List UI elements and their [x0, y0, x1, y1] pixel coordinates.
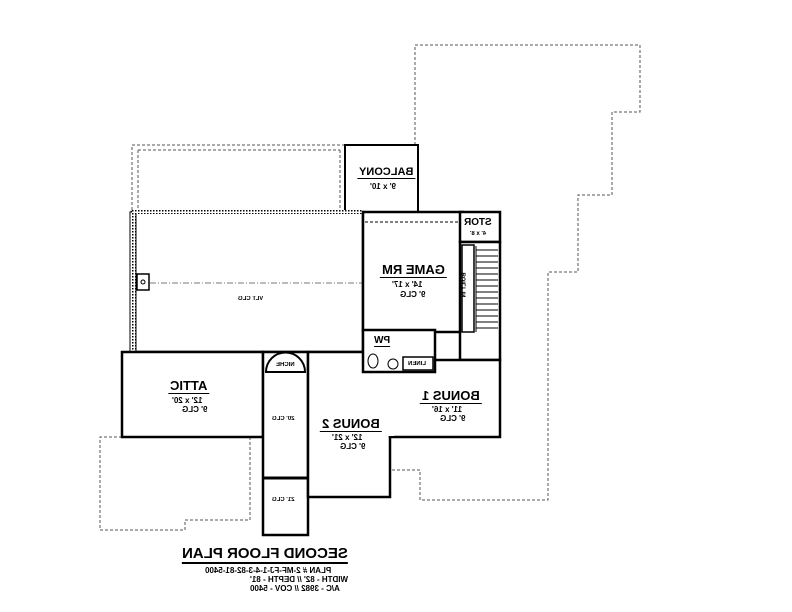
plan-title: SECOND FLOOR PLAN — [182, 545, 348, 564]
attic-size: 12' x 20' — [172, 396, 203, 405]
lower-floor-outline-left — [99, 436, 251, 531]
hall-wall — [261, 350, 310, 537]
hall-upper-ceiling: 20' CLG — [272, 416, 295, 422]
balcony-size: 9' x 10' — [370, 182, 397, 191]
bonus-2-size: 12' x 21' — [332, 433, 363, 442]
attic-label: ATTIC — [168, 378, 210, 394]
game-room-ceiling: 9' CLG — [400, 290, 426, 299]
linen-label: LINEN — [408, 361, 426, 367]
lower-floor-outline-right — [390, 44, 641, 501]
stair-treads — [475, 246, 498, 332]
bonus-2-ceiling: 9' CLG — [340, 442, 366, 451]
attic-wall — [120, 350, 265, 439]
plan-areas: A/C - 3982 // COV - 5400 — [250, 584, 340, 593]
bonus-2-label: BONUS 2 — [320, 416, 382, 432]
bonus-1-ceiling: 9' CLG — [440, 414, 466, 423]
stor-label: STOR — [464, 217, 492, 228]
niche-label: NICHE — [276, 362, 295, 368]
balcony-label: BALCONY — [357, 166, 416, 179]
balcony-wall — [344, 144, 419, 213]
vault-ceiling-label: VLT CLG — [238, 296, 264, 302]
bonus-1-label: BONUS 1 — [420, 388, 482, 404]
column — [136, 273, 150, 291]
porch-outline — [131, 144, 346, 213]
stor-size: 4' x 8' — [470, 231, 487, 237]
pw-label: PW — [374, 335, 391, 347]
game-room-size: 14' x 17' — [392, 280, 423, 289]
plan-dimensions: WIDTH - 82' // DEPTH - 81' — [250, 575, 349, 584]
plan-number: PLAN # 2-MF-FJ-1-4-3-82-81-5400 — [205, 566, 332, 575]
game-room-label: GAME RM — [380, 262, 447, 278]
built-in-cabinet — [461, 244, 475, 333]
vaulted-area-wall — [130, 210, 365, 354]
hall-lower-ceiling: 21' CLG — [272, 497, 295, 503]
bonus-1-size: 11' x 16' — [432, 405, 463, 414]
attic-ceiling: 9' CLG — [182, 405, 208, 414]
stor-wall — [458, 210, 502, 244]
built-in-label: BUILT IN — [461, 272, 468, 298]
